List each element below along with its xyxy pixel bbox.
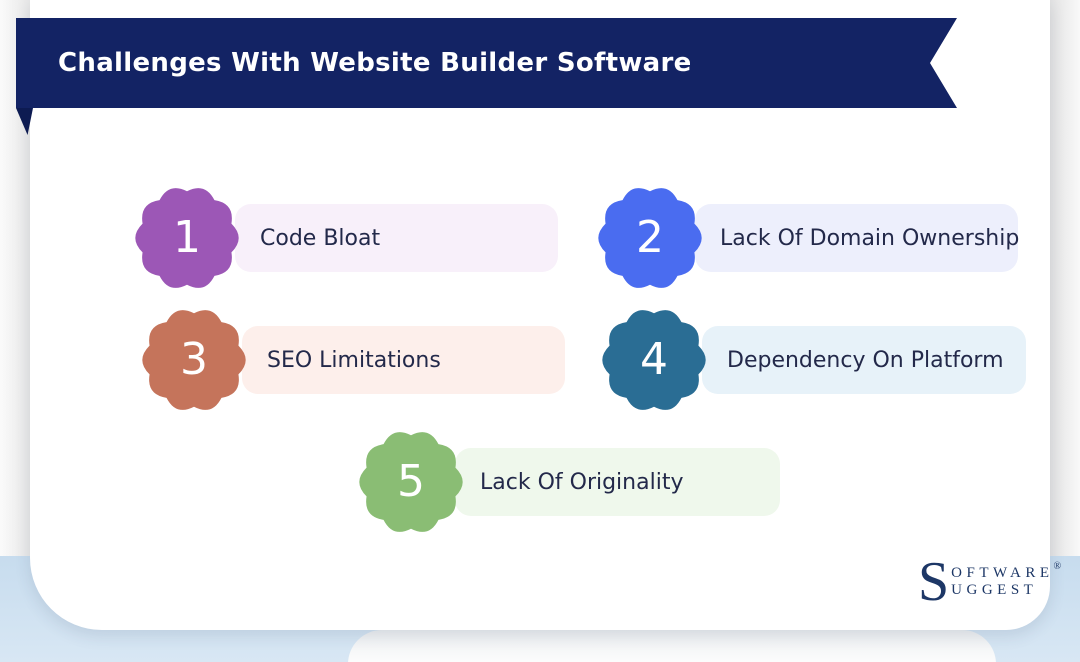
item-3-badge: 3 (133, 299, 255, 421)
page-title: Challenges With Website Builder Software (58, 48, 692, 78)
logo-initial: S (918, 551, 950, 613)
item-4-label: Dependency On Platform (727, 347, 1004, 373)
item-3-number: 3 (180, 334, 208, 385)
item-4-pill: Dependency On Platform (702, 326, 1026, 394)
title-ribbon: Challenges With Website Builder Software (16, 18, 957, 108)
item-2-number: 2 (636, 212, 664, 263)
seal-shape-icon (142, 310, 246, 410)
item-3-pill: SEO Limitations (242, 326, 565, 394)
logo-wordmark: OFTWARE® UGGEST (951, 561, 1061, 600)
item-4-badge: 4 (593, 299, 715, 421)
next-card-edge (348, 630, 996, 662)
item-2-pill: Lack Of Domain Ownership (695, 204, 1020, 272)
item-1-number: 1 (173, 212, 201, 263)
item-5-number: 5 (397, 456, 425, 507)
item-3-label: SEO Limitations (267, 347, 441, 373)
item-2-label: Lack Of Domain Ownership (720, 225, 1020, 251)
page-right-margin (1050, 0, 1080, 662)
seal-shape-icon (602, 310, 706, 410)
seal-shape-icon (598, 188, 702, 288)
item-5-label: Lack Of Originality (480, 469, 684, 495)
item-2-badge: 2 (589, 177, 711, 299)
logo-line2: UGGEST (951, 582, 1038, 599)
item-1-pill: Code Bloat (235, 204, 558, 272)
registered-trademark-icon: ® (1053, 561, 1062, 573)
item-5-pill: Lack Of Originality (455, 448, 780, 516)
item-5-badge: 5 (350, 421, 472, 543)
item-1-label: Code Bloat (260, 225, 381, 251)
logo-line1: OFTWARE (951, 565, 1054, 582)
software-suggest-logo: S OFTWARE® UGGEST (918, 551, 1061, 613)
seal-shape-icon (135, 188, 239, 288)
item-4-number: 4 (640, 334, 668, 385)
seal-shape-icon (359, 432, 463, 532)
item-1-badge: 1 (126, 177, 248, 299)
